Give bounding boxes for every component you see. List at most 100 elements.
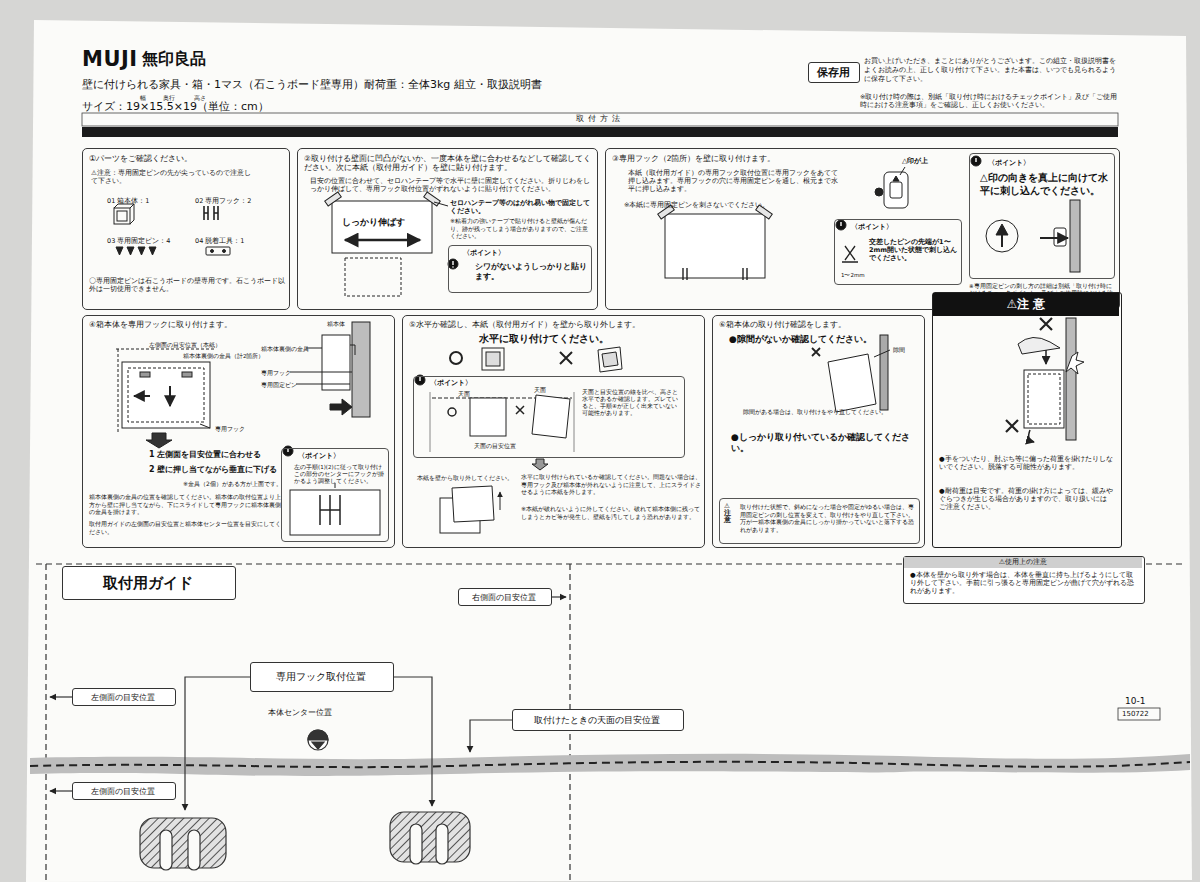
step-panel-text: 取付用ガイドの左側面の目安位置と箱本体センター位置を目安にしてください。	[89, 520, 281, 535]
storage-badge: 保存用	[808, 62, 860, 83]
step-panel-text: 専用固定ピン	[261, 382, 297, 389]
point-box-text: 左の手順(1)(2)に従って取り付けこの部分のセンターにフックが掛かるよう調整し…	[294, 464, 386, 485]
step-panel-text: ●しっかり取り付いているか確認してください。	[731, 432, 921, 455]
point-box-text: 天面	[458, 391, 470, 398]
product-size: サイズ：19×15.5×19（単位：cm）	[82, 100, 269, 114]
caution-box: ⚠注意 取り付けた状態で、斜めになった場合や固定がゆるい場合は、専用固定ピンの刺し…	[719, 498, 920, 544]
caution-illustration	[1006, 318, 1084, 442]
guide-callout-text: 左側面の目安位置	[73, 693, 173, 703]
point-box-text: 〈ポイント〉	[851, 223, 893, 231]
step-panel-text: 01 箱本体：1	[107, 197, 149, 205]
step-panel: ②取り付ける壁面に凹凸がないか、一度本体を壁に合わせるなどして確認してください。…	[297, 148, 598, 310]
point-box: 〈ポイント〉左の手順(1)(2)に従って取り付けこの部分のセンターにフックが掛か…	[281, 448, 389, 542]
point-box-text: 天面と目安位置の線を比べ、高さと水平であるか確認します。ズレていると、手順④が正…	[582, 389, 682, 417]
step-panel-text: 02 専用フック：2	[195, 197, 251, 205]
caution-panel-text: ●手をついたり、肘ぶち等に偏った荷重を掛けたりしないでください。脱落する可能性が…	[939, 455, 1113, 471]
step-panel: ④箱本体を専用フックに取り付けます。左側面の目安位置（本紙）箱本体裏側の金具（計…	[82, 315, 395, 548]
step-panel-text: ⑥箱本体の取り付け確認をします。	[719, 320, 846, 329]
step-panel-text: 専用フック	[261, 370, 291, 377]
guide-callout: 専用フック取付位置	[250, 662, 394, 692]
guide-callout-text: 右側面の目安位置	[459, 593, 549, 603]
section-band	[82, 113, 1118, 126]
step-panel-text: 箱本体裏側の金具の位置を確認してください。箱本体の取付位置より上方から壁に押し当…	[89, 493, 281, 516]
step-panel-text: 箱本体裏側の金具（計2箇所）	[183, 353, 265, 360]
step-panel-text: 本紙（取付用ガイド）の専用フック取付位置に専用フックをあてて押し込みます。専用フ…	[628, 169, 843, 193]
usage-note-box: ⚠使用上の注意●本体を壁から取り外す場合は、本体を垂直に持ち上げるようにして取り…	[903, 556, 1145, 604]
step-panel-text: 目安の位置に合わせて、セロハンテープ等で水平に壁に固定してください。折りじわをし…	[310, 177, 590, 193]
step-panel-text: ※金具（2個）がある方が上面です。	[183, 480, 282, 488]
point-box: 〈ポイント〉天面天面天面の目安位置天面と目安位置の線を比べ、高さと水平であるか確…	[413, 376, 685, 458]
guide-callout: 右側面の目安位置	[458, 588, 552, 606]
point-box: 〈ポイント〉シワがないようしっかりと貼ります。	[448, 245, 592, 293]
guide-callout: 左側面の目安位置	[72, 782, 176, 800]
guide-tab: 取付用ガイド	[62, 566, 236, 600]
page-number: 10-1	[1125, 696, 1145, 707]
step-panel-text: 〇専用固定ピンは石こうボードの壁専用です。石こうボード以外は一切使用できません。	[89, 277, 285, 293]
center-mark-label: 本体センター位置	[268, 708, 332, 718]
caution-panel-text: ●耐荷重は目安です。荷重の掛け方によっては、緩みやぐらつきが生じる場合があります…	[939, 487, 1113, 511]
intro-note: お買い上げいただき、まことにありがとうございます。この組立・取扱説明書をよくお読…	[864, 57, 1119, 83]
step-panel-text: △印が上	[902, 157, 928, 166]
step-panel-text: 04 脱着工具：1	[195, 237, 244, 245]
usage-note-box-text: ⚠使用上の注意	[904, 557, 1142, 568]
point-box: 〈ポイント〉交差したピンの先端が1〜2mm開いた状態で刺し込んでください。 1〜2…	[834, 219, 962, 285]
step-panel-text: 水平に取り付けてください。	[479, 333, 609, 346]
product-title: 壁に付けられる家具・箱・1マス（石こうボード壁専用）耐荷重：全体3kg 組立・取…	[82, 78, 542, 92]
point-box-text: 天面	[534, 387, 546, 394]
step-panel-text: ※本紙が破れないように外してください。破れて箱本体側に残ってしまうとカビ等が発生…	[521, 505, 701, 520]
print-code: 150722	[1122, 710, 1149, 719]
caution-panel: ⚠注 意 ●手をついたり、肘ぶち等に偏った荷重を掛けたりしないでください。脱落する…	[932, 292, 1122, 548]
paper-sheet	[26, 20, 1192, 882]
step-panel-text: 水平に取り付けられているか確認してください。問題ない場合は、専用フック及び箱本体…	[521, 473, 701, 496]
point-box-text: 交差したピンの先端が1〜2mm開いた状態で刺し込んでください。	[869, 238, 959, 262]
section-bar	[82, 127, 1118, 137]
step-panel-text: ②取り付ける壁面に凹凸がないか、一度本体を壁に合わせるなどして確認してください。…	[304, 154, 592, 173]
point-box-text: シワがないようしっかりと貼ります。	[475, 262, 587, 282]
guide-tab-text: 取付用ガイド	[63, 574, 233, 593]
brand-logo: MUJI	[82, 46, 138, 72]
step-panel-text: 本紙を壁から取り外してください。	[417, 474, 513, 482]
caution-box-text: ⚠注意	[724, 503, 731, 524]
point-box-text: 天面の目安位置	[474, 443, 516, 450]
step-panel-text: ⑤水平か確認し、本紙（取付用ガイド）を壁から取り外します。	[409, 320, 640, 329]
step-panel-text: 専用フック	[215, 426, 245, 433]
guide-callout-text: 専用フック取付位置	[251, 671, 391, 684]
point-box-text: 〈ポイント〉	[988, 159, 1030, 167]
point-box: 〈ポイント〉△印の向きを真上に向けて水平に刺し込んでください。	[969, 153, 1115, 279]
step-panel-text: 箱本体	[327, 321, 345, 328]
point-box-text: 1〜2mm	[841, 272, 865, 279]
brand-name: 無印良品	[142, 49, 206, 69]
storage-badge-text: 保存用	[809, 66, 857, 80]
step-panel-text: しっかり伸ばす	[342, 217, 405, 228]
step-panel-text: ※粘着力の強いテープで貼り付けると壁紙が傷んだり、跡が残ってしまう場合があります…	[450, 217, 592, 240]
step-panel-text: 箱本体裏側の金具	[261, 346, 309, 353]
step2-illustration	[325, 192, 458, 296]
step-panel-text: 2 壁に押し当てながら垂直に下げる	[149, 465, 277, 475]
step-panel-text: ③専用フック（2箇所）を壁に取り付けます。	[612, 154, 776, 163]
step-panel-text: ※本紙に専用固定ピンを刺さないでください。	[624, 201, 769, 209]
step-panel-text: 隙間がある場合は、取り付けをやり直してください。	[743, 408, 893, 416]
step-panel-text: 左側面の目安位置（本紙）	[149, 342, 221, 349]
guide-callout-text: 左側面の目安位置	[73, 787, 173, 797]
section-heading: 取付方法	[82, 114, 1118, 123]
guide-template	[30, 564, 1190, 880]
caution-panel-text: ⚠注 意	[933, 293, 1119, 316]
step-panel: ⑤水平か確認し、本紙（取付用ガイド）を壁から取り外します。水平に取り付けてくださ…	[402, 315, 705, 548]
step-panel-text: 隙間	[893, 346, 905, 354]
step-panel: ⑥箱本体の取り付け確認をします。●隙間がないか確認してください。隙間隙間がある場…	[712, 315, 925, 548]
step-panel-text: ①パーツをご確認ください。	[89, 154, 287, 164]
step-panel-text: 1 左側面を目安位置に合わせる	[149, 450, 261, 460]
parts-icons	[114, 204, 230, 255]
guide-callout: 左側面の目安位置	[72, 688, 176, 706]
point-box-text: 〈ポイント〉	[463, 249, 505, 257]
reference-note: ※取り付け時の際は、別紙「取り付け時におけるチェックポイント」及び「ご使用時にお…	[860, 93, 1118, 109]
step-panel-text: 03 専用固定ピン：4	[107, 237, 170, 245]
caution-box-text: 取り付けた状態で、斜めになった場合や固定がゆるい場合は、専用固定ピンの刺し位置を…	[740, 503, 916, 533]
point-box-text: 〈ポイント〉	[430, 379, 472, 387]
step-panel-text: セロハンテープ等のはがれ易い物で固定してください。	[450, 199, 590, 215]
guide-callout-text: 取付けたときの天面の目安位置	[513, 715, 681, 726]
point-box-text: 〈ポイント〉	[298, 452, 340, 460]
